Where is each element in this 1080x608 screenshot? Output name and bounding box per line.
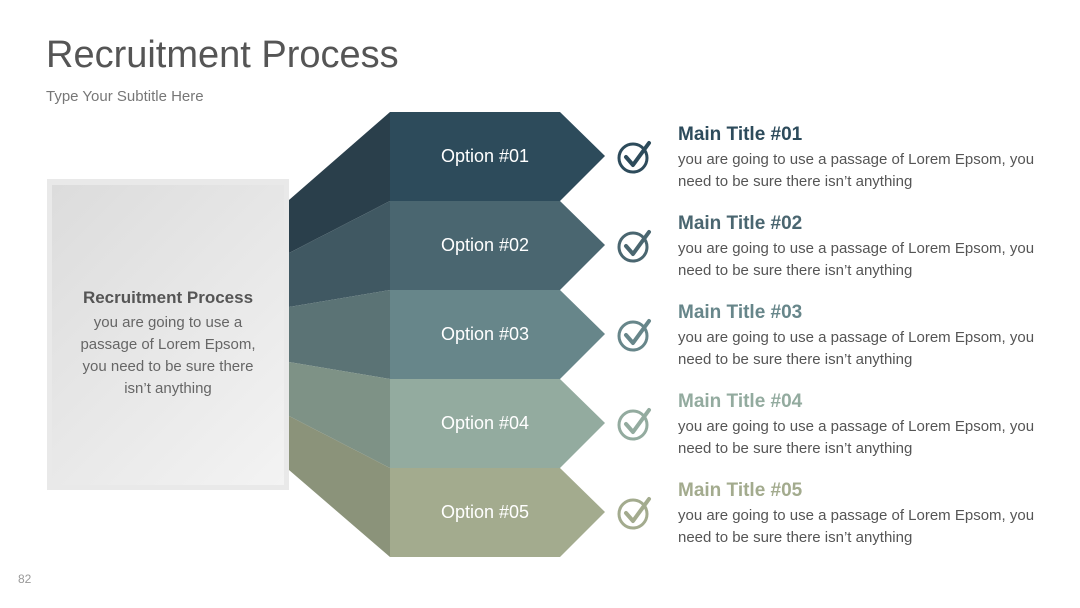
check-circle-icon <box>617 141 651 174</box>
arrow-step-4 <box>390 379 605 468</box>
step-title-1: Main Title #01 <box>678 124 803 145</box>
wedge-step-2 <box>289 201 390 307</box>
check-circle-icon <box>617 408 651 441</box>
slide-title: Recruitment Process <box>46 34 399 76</box>
arrow-step-2 <box>390 201 605 290</box>
summary-card-inner: Recruitment Process you are going to use… <box>52 185 284 485</box>
summary-card: Recruitment Process you are going to use… <box>47 179 289 490</box>
summary-card-title: Recruitment Process <box>82 288 254 307</box>
wedge-step-3 <box>289 290 390 379</box>
arrow-step-5 <box>390 468 605 557</box>
step-title-5: Main Title #05 <box>678 480 803 501</box>
arrow-step-1 <box>390 112 605 201</box>
step-desc-2: you are going to use a passage of Lorem … <box>678 240 1035 279</box>
step-desc-5: you are going to use a passage of Lorem … <box>678 507 1035 546</box>
step-desc-1: you are going to use a passage of Lorem … <box>678 151 1035 190</box>
wedge-step-4 <box>289 362 390 468</box>
step-title-2: Main Title #02 <box>678 213 803 234</box>
option-label-5: Option #05 <box>440 502 530 522</box>
arrow-step-3 <box>390 290 605 379</box>
option-label-3: Option #03 <box>440 324 530 344</box>
slide-subtitle: Type Your Subtitle Here <box>46 88 204 105</box>
check-circle-icon <box>617 497 651 530</box>
option-label-2: Option #02 <box>440 235 530 255</box>
page-number: 82 <box>18 572 32 586</box>
step-desc-4: you are going to use a passage of Lorem … <box>678 418 1035 457</box>
step-title-4: Main Title #04 <box>678 391 803 412</box>
check-circle-icon <box>617 319 651 352</box>
step-title-3: Main Title #03 <box>678 302 803 323</box>
step-desc-3: you are going to use a passage of Lorem … <box>678 329 1035 368</box>
wedge-step-1 <box>289 112 390 253</box>
summary-card-body: you are going to use a passage of Lorem … <box>80 314 256 397</box>
wedge-step-5 <box>289 416 390 557</box>
option-label-1: Option #01 <box>440 146 530 166</box>
option-label-4: Option #04 <box>440 413 530 433</box>
check-circle-icon <box>617 230 651 263</box>
